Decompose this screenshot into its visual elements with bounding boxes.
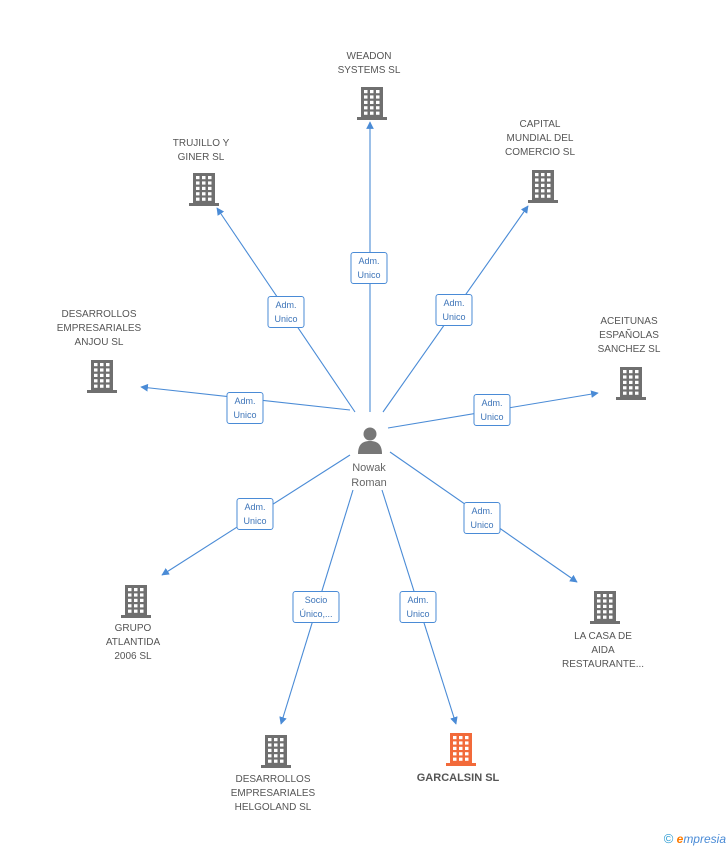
edge-label-line: Adm. — [407, 595, 429, 605]
edge-label-line: Único,... — [299, 609, 333, 619]
company-label-line: EMPRESARIALES — [56, 323, 142, 334]
company-label-la-casa-de-aida[interactable]: LA CASA DE AIDA RESTAURANTE... — [562, 630, 644, 672]
person-icon — [358, 427, 382, 454]
brand-name: mpresia — [683, 832, 726, 846]
company-label-line: GRUPO — [114, 623, 152, 634]
building-icon — [590, 591, 620, 624]
edge-label-desarrollos-anjou[interactable]: Adm. Unico — [226, 392, 264, 424]
edge-label-garcalsin[interactable]: Adm. Unico — [399, 591, 437, 623]
company-label-line: ACEITUNAS — [600, 316, 658, 327]
person-name-line: Roman — [351, 477, 387, 489]
company-label-capital[interactable]: CAPITAL MUNDIAL DEL COMERCIO SL — [505, 118, 575, 160]
edge-label-trujillo[interactable]: Adm. Unico — [267, 296, 305, 328]
edge-label-grupo-atlantida[interactable]: Adm. Unico — [236, 498, 274, 530]
company-label-line: TRUJILLO Y — [172, 138, 230, 149]
copyright-icon: © — [663, 831, 674, 846]
edge-label-line: Unico — [470, 520, 494, 530]
company-label-line: 2006 SL — [114, 651, 152, 662]
company-label-weadon[interactable]: WEADON SYSTEMS SL — [338, 50, 401, 78]
company-label-line: HELGOLAND SL — [234, 802, 312, 813]
edge-label-line: Unico — [243, 516, 267, 526]
brand-initial: e — [676, 832, 684, 846]
edge-label-line: Unico — [357, 270, 381, 280]
edge-label-aceitunas[interactable]: Adm. Unico — [473, 394, 511, 426]
company-label-line: DESARROLLOS — [235, 774, 311, 785]
company-node-la-casa-de-aida[interactable] — [588, 589, 622, 630]
company-label-line: EMPRESARIALES — [230, 788, 316, 799]
company-label-line: GARCALSIN SL — [416, 772, 500, 784]
building-icon — [616, 367, 646, 400]
company-label-line: AIDA — [591, 645, 615, 656]
company-node-desarrollos-helgoland[interactable] — [259, 733, 293, 774]
company-node-garcalsin[interactable] — [444, 731, 478, 772]
edge-label-line: Unico — [442, 312, 466, 322]
edge-label-line: Unico — [406, 609, 430, 619]
company-label-line: ANJOU SL — [74, 337, 124, 348]
company-label-line: DESARROLLOS — [61, 309, 137, 320]
edge-label-line: Adm. — [443, 298, 465, 308]
building-icon — [446, 733, 476, 766]
edge-label-line: Unico — [274, 314, 298, 324]
company-label-line: CAPITAL — [519, 119, 561, 130]
building-icon — [357, 87, 387, 120]
edge-label-line: Adm. — [234, 396, 256, 406]
edge-label-line: Unico — [480, 412, 504, 422]
company-label-line: GINER SL — [177, 152, 225, 163]
company-node-grupo-atlantida[interactable] — [119, 583, 153, 624]
edge-label-line: Adm. — [471, 506, 493, 516]
person-node[interactable] — [355, 424, 385, 454]
company-label-line: LA CASA DE — [574, 631, 632, 642]
company-node-aceitunas[interactable] — [614, 365, 648, 406]
edge-label-line: Adm. — [481, 398, 503, 408]
company-label-desarrollos-helgoland[interactable]: DESARROLLOS EMPRESARIALES HELGOLAND SL — [231, 773, 315, 815]
building-icon — [121, 585, 151, 618]
company-label-line: COMERCIO SL — [504, 147, 576, 158]
company-node-trujillo[interactable] — [187, 171, 221, 212]
company-label-garcalsin[interactable]: GARCALSIN SL — [417, 771, 500, 785]
edge-label-line: Unico — [233, 410, 257, 420]
company-label-grupo-atlantida[interactable]: GRUPO ATLANTIDA 2006 SL — [106, 622, 160, 664]
company-label-line: ESPAÑOLAS — [599, 330, 659, 341]
person-name-line: Nowak — [352, 462, 386, 474]
company-label-desarrollos-anjou[interactable]: DESARROLLOS EMPRESARIALES ANJOU SL — [57, 308, 141, 350]
person-name: Nowak Roman — [351, 461, 386, 491]
company-label-line: MUNDIAL DEL — [506, 133, 574, 144]
edge-label-capital[interactable]: Adm. Unico — [435, 294, 473, 326]
company-node-weadon[interactable] — [355, 85, 389, 126]
edge-label-la-casa-de-aida[interactable]: Adm. Unico — [463, 502, 501, 534]
company-label-aceitunas[interactable]: ACEITUNAS ESPAÑOLAS SANCHEZ SL — [598, 315, 661, 357]
company-label-trujillo[interactable]: TRUJILLO Y GINER SL — [173, 137, 230, 165]
building-icon — [189, 173, 219, 206]
edge-label-line: Adm. — [275, 300, 297, 310]
building-icon — [528, 170, 558, 203]
company-node-capital[interactable] — [526, 168, 560, 209]
building-icon — [261, 735, 291, 768]
company-label-line: WEADON — [346, 51, 392, 62]
footer-brand: © empresia — [664, 831, 726, 846]
edge-label-line: Adm. — [244, 502, 266, 512]
company-label-line: RESTAURANTE... — [561, 659, 645, 670]
company-label-line: SANCHEZ SL — [597, 344, 661, 355]
company-label-line: SYSTEMS SL — [337, 65, 401, 76]
company-label-line: ATLANTIDA — [105, 637, 161, 648]
edge-label-line: Adm. — [358, 256, 380, 266]
company-node-desarrollos-anjou[interactable] — [85, 358, 119, 399]
building-icon — [87, 360, 117, 393]
edge-label-line: Socio — [304, 595, 328, 605]
edge-label-weadon[interactable]: Adm. Unico — [350, 252, 388, 284]
